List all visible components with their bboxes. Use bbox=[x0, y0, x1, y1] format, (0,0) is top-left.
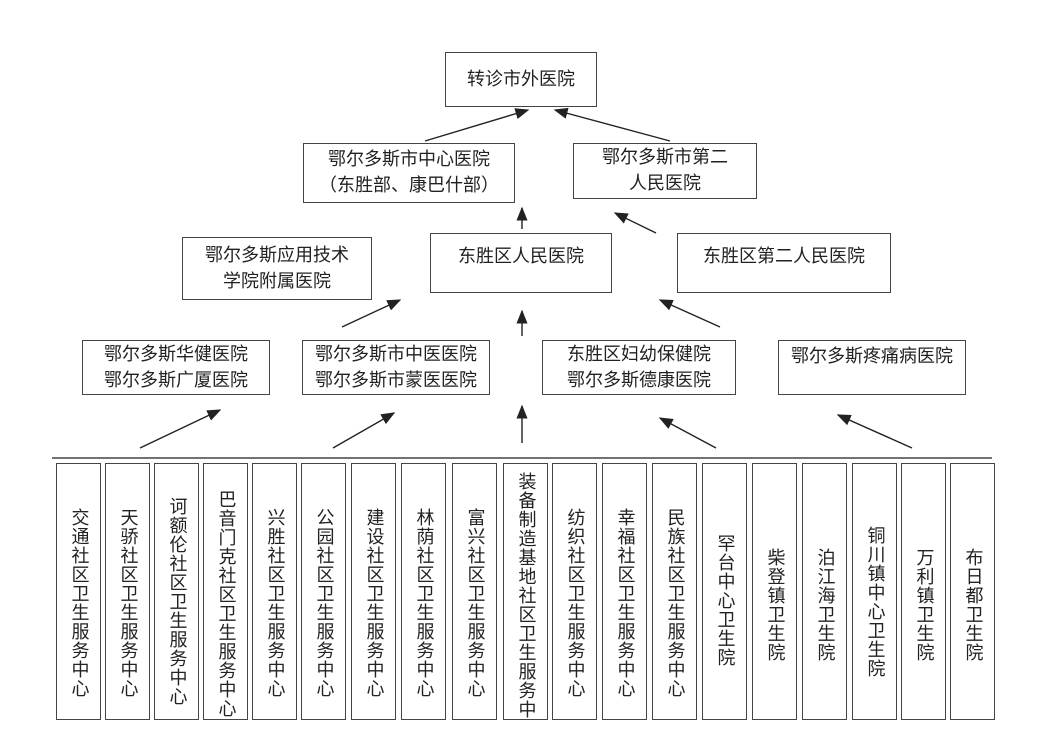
box-label: 鄂尔多斯应用技术 bbox=[205, 244, 349, 266]
l4-maternal-dekang: 东胜区妇幼保健院 鄂尔多斯德康医院 bbox=[542, 340, 736, 395]
arrow bbox=[332, 412, 396, 449]
facility-label: 泊江海卫生院 bbox=[814, 548, 836, 662]
grassroots-facility-box: 幸福社区卫生服务中心 bbox=[602, 463, 647, 720]
facility-label: 交通社区卫生服务中心 bbox=[68, 508, 90, 698]
grassroots-facility-box: 布日都卫生院 bbox=[950, 463, 995, 720]
l4-huajian-guangsha: 鄂尔多斯华健医院 鄂尔多斯广厦医院 bbox=[82, 340, 270, 395]
grassroots-facility-box: 泊江海卫生院 bbox=[802, 463, 847, 720]
facility-label: 万利镇卫生院 bbox=[913, 548, 935, 662]
box-label: 鄂尔多斯华健医院 bbox=[104, 343, 248, 365]
box-label: 鄂尔多斯市中心医院 bbox=[328, 149, 490, 170]
grassroots-facility-box: 富兴社区卫生服务中心 bbox=[452, 463, 497, 720]
grassroots-facility-box: 诃额伦社区卫生服务中心 bbox=[154, 463, 199, 720]
grassroots-facility-box: 公园社区卫生服务中心 bbox=[301, 463, 346, 720]
box-label: 鄂尔多斯市第二 bbox=[602, 147, 728, 168]
grassroots-facility-box: 建设社区卫生服务中心 bbox=[351, 463, 396, 720]
l2-second-peoples-hospital: 鄂尔多斯市第二 人民医院 bbox=[573, 143, 757, 199]
facility-label: 公园社区卫生服务中心 bbox=[313, 508, 335, 698]
box-label: （东胜部、康巴什部） bbox=[319, 175, 499, 196]
box-label: 转诊市外医院 bbox=[467, 68, 575, 90]
box-label: 鄂尔多斯市中医医院 bbox=[315, 343, 477, 365]
box-label: 鄂尔多斯广厦医院 bbox=[104, 369, 248, 391]
grassroots-facility-box: 装备制造基地社区卫生服务中 bbox=[503, 463, 548, 720]
grassroots-facility-box: 纺织社区卫生服务中心 bbox=[552, 463, 597, 720]
l3-applied-tech-hospital: 鄂尔多斯应用技术 学院附属医院 bbox=[182, 237, 372, 300]
facility-label: 柴登镇卫生院 bbox=[764, 548, 786, 662]
facility-label: 富兴社区卫生服务中心 bbox=[464, 508, 486, 698]
l3-dongsheng-second-hospital: 东胜区第二人民医院 bbox=[677, 233, 891, 293]
box-label: 人民医院 bbox=[629, 173, 701, 194]
grassroots-facility-box: 万利镇卫生院 bbox=[901, 463, 946, 720]
facility-label: 布日都卫生院 bbox=[962, 548, 984, 662]
facility-label: 装备制造基地社区卫生服务中 bbox=[515, 472, 537, 719]
facility-label: 幸福社区卫生服务中心 bbox=[614, 508, 636, 698]
box-label: 鄂尔多斯市蒙医医院 bbox=[315, 369, 477, 391]
box-label: 东胜区妇幼保健院 bbox=[567, 343, 711, 365]
l3-dongsheng-peoples-hospital: 东胜区人民医院 bbox=[430, 233, 612, 293]
grassroots-facility-box: 民族社区卫生服务中心 bbox=[652, 463, 697, 720]
box-label: 东胜区第二人民医院 bbox=[703, 246, 865, 267]
facility-label: 纺织社区卫生服务中心 bbox=[564, 508, 586, 698]
l4-pain-hospital: 鄂尔多斯疼痛病医院 bbox=[778, 340, 966, 395]
grassroots-facility-box: 林荫社区卫生服务中心 bbox=[401, 463, 446, 720]
arrow bbox=[658, 299, 721, 328]
arrow bbox=[424, 108, 530, 142]
box-label: 东胜区人民医院 bbox=[458, 246, 584, 267]
facility-label: 铜川镇中心卫生院 bbox=[864, 526, 886, 678]
facility-label: 林荫社区卫生服务中心 bbox=[413, 508, 435, 698]
facility-label: 天骄社区卫生服务中心 bbox=[117, 508, 139, 698]
arrow bbox=[613, 212, 657, 234]
arrow bbox=[836, 414, 913, 449]
arrow bbox=[553, 107, 671, 142]
facility-label: 巴音门克社区卫生服务中心 bbox=[215, 490, 237, 718]
arrow bbox=[658, 417, 717, 449]
grassroots-facility-box: 铜川镇中心卫生院 bbox=[852, 463, 897, 720]
grassroots-facility-box: 天骄社区卫生服务中心 bbox=[105, 463, 150, 720]
grassroots-facility-box: 巴音门克社区卫生服务中心 bbox=[203, 463, 248, 720]
l2-central-hospital: 鄂尔多斯市中心医院 （东胜部、康巴什部） bbox=[303, 143, 515, 203]
grassroots-facility-box: 兴胜社区卫生服务中心 bbox=[252, 463, 297, 720]
facility-label: 民族社区卫生服务中心 bbox=[664, 508, 686, 698]
facility-label: 兴胜社区卫生服务中心 bbox=[264, 508, 286, 698]
grassroots-facility-box: 交通社区卫生服务中心 bbox=[56, 463, 101, 720]
box-label: 鄂尔多斯疼痛病医院 bbox=[791, 346, 953, 367]
facility-label: 建设社区卫生服务中心 bbox=[363, 508, 385, 698]
grassroots-facility-box: 罕台中心卫生院 bbox=[702, 463, 747, 720]
grassroots-facility-box: 柴登镇卫生院 bbox=[752, 463, 797, 720]
box-label: 鄂尔多斯德康医院 bbox=[567, 369, 711, 391]
l4-tcm-mongolian: 鄂尔多斯市中医医院 鄂尔多斯市蒙医医院 bbox=[302, 340, 490, 395]
box-label: 学院附属医院 bbox=[223, 270, 331, 292]
arrow bbox=[341, 299, 402, 328]
facility-label: 罕台中心卫生院 bbox=[714, 534, 736, 667]
facility-label: 诃额伦社区卫生服务中心 bbox=[166, 497, 188, 706]
top-box-out-of-city: 转诊市外医院 bbox=[445, 52, 597, 107]
arrow bbox=[139, 409, 222, 449]
